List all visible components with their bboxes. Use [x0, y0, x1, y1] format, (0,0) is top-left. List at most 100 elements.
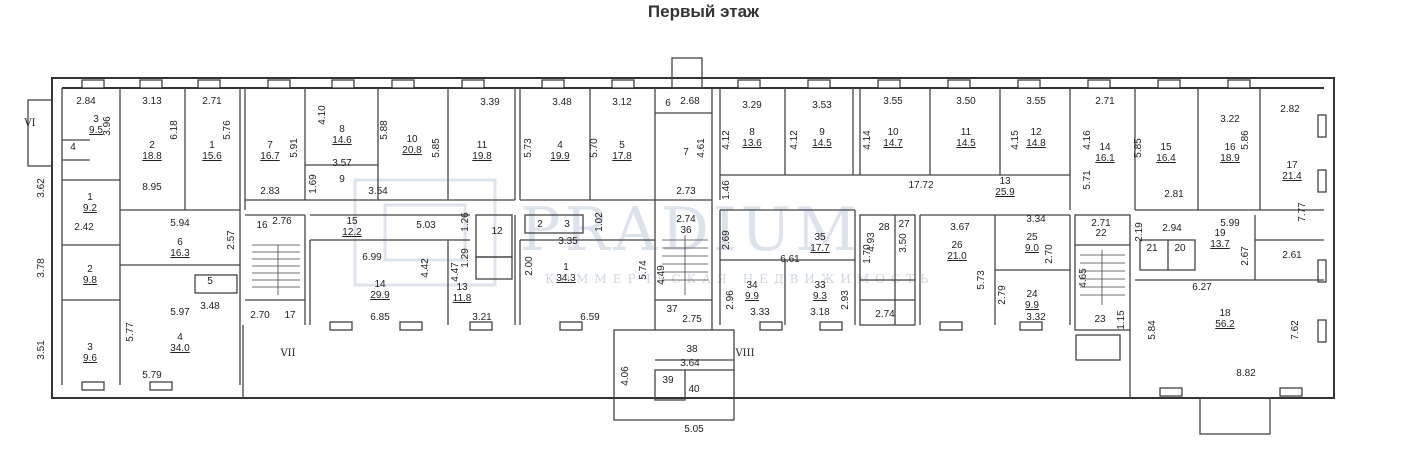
room-number-r3a: 3 [93, 114, 99, 125]
dimension-label: 17.72 [908, 180, 933, 191]
watermark-subtitle: КОММЕРЧЕСКАЯ НЕДВИЖИМОСТЬ [545, 272, 934, 286]
dimension-label: 5.71 [1082, 170, 1093, 190]
room-area-r11a: 19.8 [472, 151, 492, 162]
room-number-r6a: 6 [177, 237, 183, 248]
dimension-label: 2.00 [524, 256, 535, 276]
room-number-r33: 33 [814, 280, 826, 291]
room-number-r39: 39 [662, 375, 674, 386]
room-number-r3c: 3 [564, 219, 570, 230]
dimension-label: 7.77 [1297, 202, 1308, 222]
room-area-r6a: 16.3 [170, 248, 190, 259]
room-number-r1a: 1 [87, 192, 93, 203]
room-number-r40: 40 [688, 384, 700, 395]
room-number-r11a: 11 [477, 140, 488, 151]
dimension-label: 2.71 [1091, 218, 1111, 229]
room-number-r10d: 10 [887, 127, 899, 138]
dimension-label: 2.73 [676, 186, 696, 197]
dimension-label: 3.51 [36, 340, 47, 360]
room-number-r1c: 1 [563, 262, 569, 273]
dimension-label: 3.50 [956, 96, 976, 107]
room-area-r10d: 14.7 [883, 138, 903, 149]
dimension-label: 2.69 [721, 230, 732, 250]
room-area-r24: 9.9 [1025, 300, 1039, 311]
room-area-r8d: 13.6 [742, 138, 762, 149]
room-number-r16d: 16 [1224, 142, 1236, 153]
room-area-r7a: 16.7 [260, 151, 280, 162]
dimension-label: 3.22 [1220, 114, 1240, 125]
dimension-label: 2.61 [1282, 250, 1302, 261]
dimension-label: 2.75 [682, 314, 702, 325]
room-area-r1b: 15.6 [202, 151, 222, 162]
room-number-r11d: 11 [961, 127, 972, 138]
dimension-label: 4.10 [317, 105, 328, 125]
dimension-label: 1.29 [460, 248, 471, 268]
room-number-r7a: 7 [267, 140, 273, 151]
dimension-label: 5.73 [523, 138, 534, 158]
room-area-r19: 13.7 [1210, 239, 1230, 250]
dimension-label: 5.99 [1220, 218, 1240, 229]
dimension-label: 4.42 [420, 258, 431, 278]
room-number-r26: 26 [951, 240, 963, 251]
room-labels: 39.5419.2218.8115.629.839.6616.35434.016… [70, 98, 1302, 395]
dimension-label: 3.32 [1026, 312, 1046, 323]
dimension-label: 2.68 [680, 96, 700, 107]
room-number-r38: 38 [686, 344, 698, 355]
dimension-label: 4.93 [866, 232, 877, 252]
room-area-r34: 9.9 [745, 291, 759, 302]
dimension-labels: 2.843.963.622.423.136.188.952.715.763.78… [36, 96, 1308, 435]
dimension-label: 3.55 [1026, 96, 1046, 107]
dimension-label: 2.96 [725, 290, 736, 310]
room-area-r4b: 34.0 [170, 343, 190, 354]
dimension-label: 1.70 [862, 244, 873, 264]
dimension-label: 4.15 [1010, 130, 1021, 150]
dimension-label: 4.65 [1078, 268, 1089, 288]
room-number-r17a: 17 [284, 310, 296, 321]
dimension-label: 1.46 [721, 180, 732, 200]
staircases [252, 235, 1125, 305]
room-area-r13a: 11.8 [453, 293, 472, 304]
windows [81, 79, 1327, 397]
room-number-r25: 25 [1026, 232, 1038, 243]
room-area-r15a: 12.2 [342, 227, 362, 238]
dimension-label: 3.34 [1026, 214, 1046, 225]
room-number-r13d: 13 [999, 176, 1011, 187]
room-number-r12d: 12 [1030, 127, 1042, 138]
room-number-r7c: 7 [683, 147, 689, 158]
room-number-r15d: 15 [1160, 142, 1172, 153]
room-number-r16a: 16 [256, 220, 268, 231]
room-number-r27: 27 [898, 219, 910, 230]
dimension-label: 3.50 [898, 233, 909, 253]
dimension-label: 3.55 [883, 96, 903, 107]
room-area-r3b: 9.6 [83, 353, 97, 364]
room-number-r9d: 9 [819, 127, 825, 138]
room-area-r3a: 9.5 [89, 125, 103, 136]
dimension-label: 5.85 [1133, 138, 1144, 158]
dimension-label: 1.26 [460, 212, 471, 232]
dimension-label: 3.62 [36, 178, 47, 198]
dimension-label: 3.29 [742, 100, 762, 111]
room-area-r2a: 18.8 [142, 151, 162, 162]
dimension-label: 7.62 [1290, 320, 1301, 340]
dimension-label: 5.91 [289, 138, 300, 158]
dimension-label: 3.33 [750, 307, 770, 318]
room-number-r2b: 2 [87, 264, 93, 275]
dimension-label: 6.59 [580, 312, 600, 323]
dimension-label: 4.14 [862, 130, 873, 150]
room-area-r14d: 16.1 [1095, 153, 1115, 164]
dimension-label: 6.61 [780, 254, 800, 265]
dimension-label: 5.03 [416, 220, 436, 231]
dimension-label: 2.57 [226, 230, 237, 250]
room-number-r5c: 5 [619, 140, 625, 151]
dimension-label: 5.76 [222, 120, 233, 140]
room-number-r21: 21 [1146, 243, 1158, 254]
room-area-r11d: 14.5 [956, 138, 976, 149]
room-number-r22: 22 [1095, 228, 1107, 239]
room-area-r35: 17.7 [810, 243, 830, 254]
room-number-r24: 24 [1026, 289, 1038, 300]
dimension-label: 3.13 [142, 96, 162, 107]
room-number-r12a: 12 [491, 226, 503, 237]
room-number-r20: 20 [1174, 243, 1186, 254]
dimension-label: 2.82 [1280, 104, 1300, 115]
dimension-label: 5.97 [170, 307, 190, 318]
dimension-label: 8.95 [142, 182, 162, 193]
